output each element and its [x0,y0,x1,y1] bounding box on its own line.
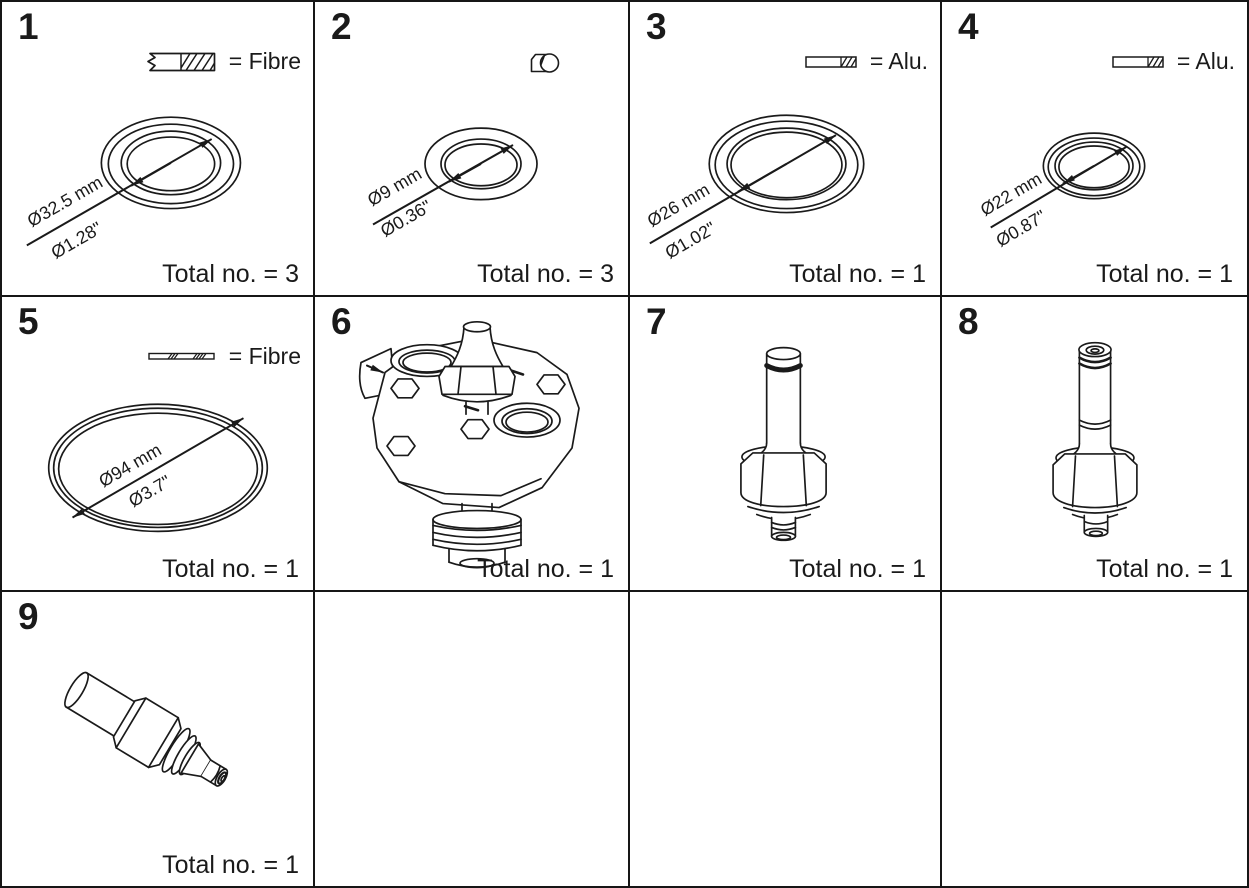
flat-washer-drawing: Ø32.5 mm Ø1.28" [24,116,242,263]
o-ring-drawing: Ø94 mm Ø3.7" [47,403,269,533]
panel-5-legend: = Fibre [148,345,301,368]
panel-3-total: Total no. = 1 [789,260,926,288]
flat-washer-drawing: Ø26 mm Ø1.02" [644,114,865,263]
panel-5-total: Total no. = 1 [162,555,299,583]
panel-6-total: Total no. = 1 [477,555,614,583]
panel-5: 5 = Fibre Ø94 mm Ø3.7" Total no. = 1 [2,297,315,592]
panel-2: 2 Ø9 mm Ø0.36" Total no. = 3 [315,2,630,297]
panel-7: 7 [630,297,942,592]
panel-8: 8 [942,297,1247,592]
panel-1: 1 = Fibre Ø32.5 mm Ø1.28" Total no. = 3 [2,2,315,297]
panel-3-dim-inch: Ø1.02" [662,218,720,263]
alu-gasket-icon [805,55,857,68]
flat-washer-drawing: Ø9 mm Ø0.36" [364,127,538,241]
panel-empty-1 [315,592,630,886]
panel-4: 4 = Alu. Ø22 mm Ø0.87" Total no. = 1 [942,2,1247,297]
panel-2-number: 2 [331,6,352,47]
fibre-gasket-icon [146,52,216,71]
panel-5-dim-inch: Ø3.7" [125,471,174,511]
panel-3-legend: = Alu. [805,50,928,73]
panel-5-number: 5 [18,301,39,342]
panel-4-legend-label: = Alu. [1176,48,1235,74]
panel-8-total: Total no. = 1 [1096,555,1233,583]
panel-1-total: Total no. = 3 [162,260,299,288]
seal-disc-icon [530,53,560,73]
panel-7-total: Total no. = 1 [789,555,926,583]
panel-3-number: 3 [646,6,667,47]
panel-7-number: 7 [646,301,667,342]
panel-9-total: Total no. = 1 [162,851,299,879]
panel-5-legend-label: = Fibre [228,343,301,369]
panel-4-number: 4 [958,6,979,47]
panel-empty-3 [942,592,1247,886]
pilot-valve-insert-drawing [740,346,827,542]
panel-4-legend: = Alu. [1112,50,1235,73]
panel-1-number: 1 [18,6,39,47]
panel-9-number: 9 [18,596,39,637]
panel-6-number: 6 [331,301,352,342]
panel-6: 6 [315,297,630,592]
panel-4-dim-inch: Ø0.87" [993,206,1050,251]
function-module-drawing [358,320,580,569]
panel-1-legend: = Fibre [140,50,301,73]
panel-1-legend-label: = Fibre [228,48,301,74]
fibre-gasket-thin-icon [148,352,215,360]
panel-9: 9 [2,592,315,886]
panel-3-legend-label: = Alu. [869,48,928,74]
panel-3: 3 = Alu. Ø26 mm Ø1.02" Total no. = 1 [630,2,942,297]
pilot-valve-insert-rings-drawing [1052,341,1138,538]
flat-washer-drawing: Ø22 mm Ø0.87" [977,132,1146,251]
panel-empty-2 [630,592,942,886]
panel-4-total: Total no. = 1 [1096,260,1233,288]
panel-8-number: 8 [958,301,979,342]
alu-gasket-icon [1112,55,1164,68]
panel-1-dim-inch: Ø1.28" [48,218,106,263]
panel-2-legend [527,52,574,74]
panel-2-total: Total no. = 3 [477,260,614,288]
check-valve-insert-drawing [64,671,229,787]
